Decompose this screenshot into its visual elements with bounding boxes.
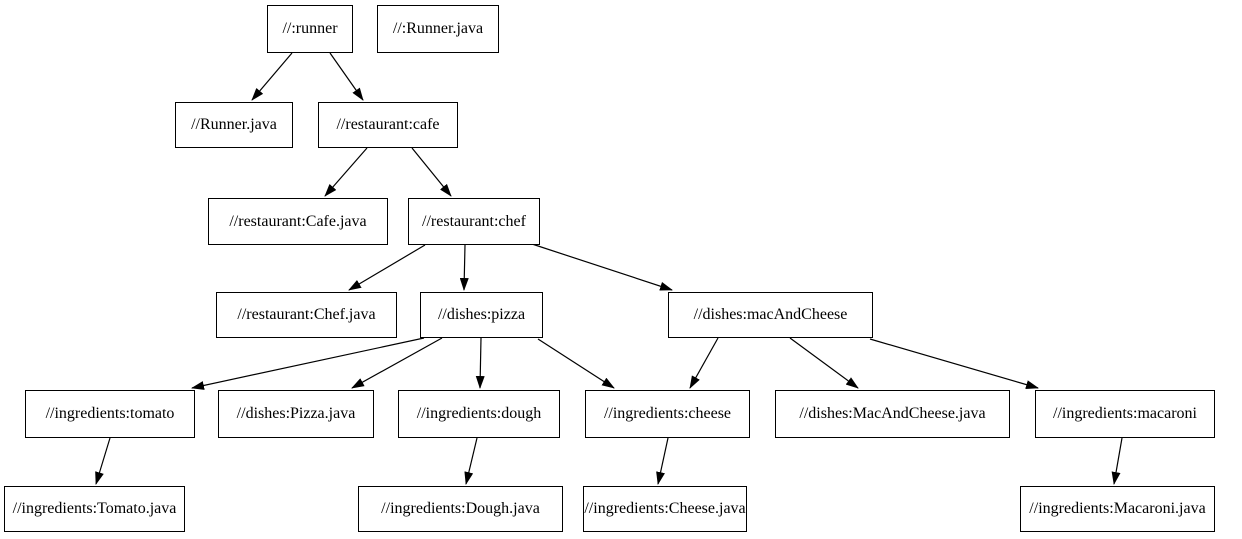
- edge-pizza-to-cheese: [537, 338, 615, 389]
- edge-chef-to-pizza: [459, 244, 469, 291]
- graph-node-runner-java: //Runner.java: [175, 102, 293, 148]
- graph-node-runner: //:runner: [267, 5, 353, 53]
- edge-mac-and-cheese-to-cheese: [689, 337, 719, 389]
- edge-tomato-to-tomato-java: [95, 437, 111, 485]
- graph-node-macaroni: //ingredients:macaroni: [1035, 390, 1215, 438]
- graph-node-dough: //ingredients:dough: [398, 390, 560, 438]
- graph-node-cafe: //restaurant:cafe: [318, 102, 458, 148]
- edge-macaroni-to-macaroni-java: [1111, 437, 1123, 485]
- graph-node-cafe-java: //restaurant:Cafe.java: [208, 198, 388, 245]
- edge-cafe-to-chef: [411, 147, 452, 197]
- edge-cafe-to-cafe-java: [324, 147, 368, 197]
- edge-mac-and-cheese-to-mac-java: [789, 337, 859, 389]
- edge-chef-to-mac-and-cheese: [531, 243, 673, 291]
- edge-runner-to-cafe: [329, 52, 364, 101]
- edge-runner-to-runner-java: [251, 52, 293, 101]
- edge-mac-and-cheese-to-macaroni: [869, 338, 1039, 389]
- graph-node-cheese: //ingredients:cheese: [585, 390, 750, 438]
- edge-pizza-to-tomato: [191, 337, 425, 390]
- edge-pizza-to-pizza-java: [351, 337, 443, 389]
- graph-node-dough-java: //ingredients:Dough.java: [358, 486, 563, 532]
- graph-node-tomato: //ingredients:tomato: [25, 390, 195, 438]
- edge-cheese-to-cheese-java: [656, 437, 669, 485]
- graph-node-chef-java: //restaurant:Chef.java: [216, 292, 397, 338]
- graph-node-mac-and-cheese: //dishes:macAndCheese: [668, 292, 873, 338]
- graph-node-pizza-java: //dishes:Pizza.java: [218, 390, 374, 438]
- graph-node-mac-java: //dishes:MacAndCheese.java: [775, 390, 1010, 438]
- edge-chef-to-chef-java: [348, 244, 426, 291]
- edge-pizza-to-dough: [475, 337, 485, 389]
- graph-node-chef: //restaurant:chef: [408, 198, 540, 245]
- edge-dough-to-dough-java: [464, 437, 478, 485]
- graph-node-runner-java-top: //:Runner.java: [377, 5, 499, 53]
- graph-node-pizza: //dishes:pizza: [420, 292, 543, 338]
- graph-node-tomato-java: //ingredients:Tomato.java: [4, 486, 185, 532]
- graph-node-cheese-java: //ingredients:Cheese.java: [583, 486, 747, 532]
- graph-node-macaroni-java: //ingredients:Macaroni.java: [1020, 486, 1215, 532]
